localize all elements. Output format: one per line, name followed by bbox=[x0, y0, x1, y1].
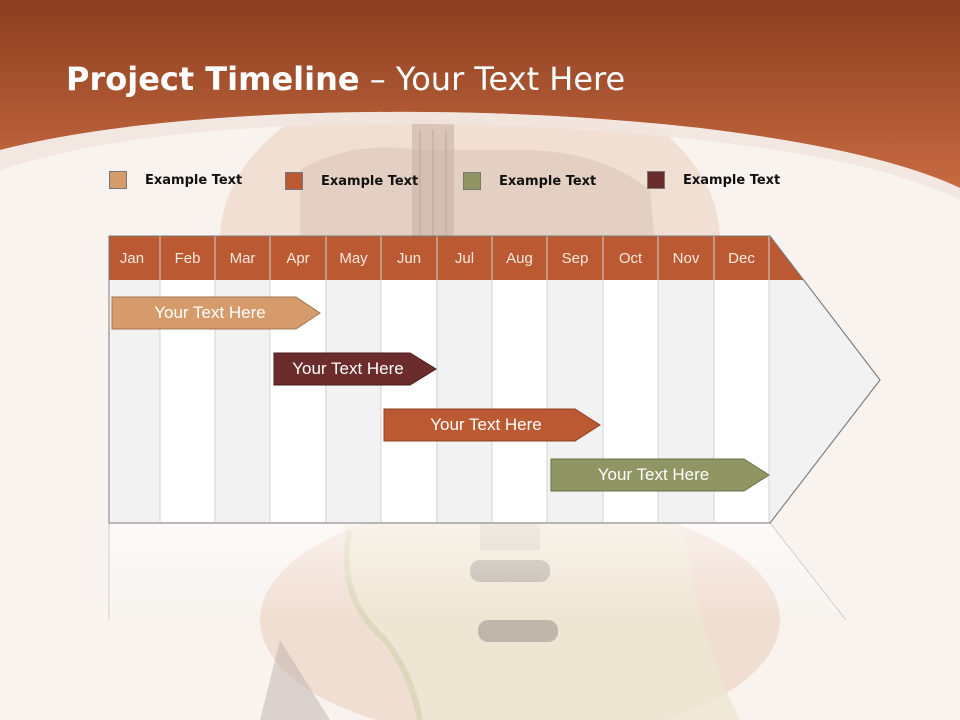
legend-item-3: Example Text bbox=[463, 170, 596, 192]
legend-swatch bbox=[647, 171, 665, 189]
header-band bbox=[0, 0, 960, 200]
task-bar-3 bbox=[383, 408, 601, 442]
task-bar-4 bbox=[550, 458, 770, 492]
month-sep: Sep bbox=[561, 250, 589, 267]
month-mar: Mar bbox=[229, 250, 256, 267]
month-jun: Jun bbox=[396, 250, 422, 267]
month-oct: Oct bbox=[618, 250, 643, 267]
legend-label: Example Text bbox=[683, 172, 781, 188]
task-bar-2 bbox=[273, 352, 437, 386]
legend-swatch bbox=[463, 172, 481, 190]
legend-swatch bbox=[109, 171, 127, 189]
month-apr: Apr bbox=[286, 250, 310, 267]
task-label-3: Your Text Here bbox=[430, 415, 542, 434]
month-aug: Aug bbox=[506, 250, 533, 267]
task-label-2: Your Text Here bbox=[292, 359, 404, 378]
title-rest: – Your Text Here bbox=[359, 60, 626, 98]
title-bold: Project Timeline bbox=[66, 60, 360, 98]
task-bar-1 bbox=[111, 296, 321, 330]
month-jul: Jul bbox=[454, 250, 475, 267]
legend-item-2: Example Text bbox=[285, 170, 418, 192]
month-jan: Jan bbox=[119, 250, 145, 267]
task-label-4: Your Text Here bbox=[597, 465, 710, 484]
month-nov: Nov bbox=[672, 250, 700, 267]
month-dec: Dec bbox=[728, 250, 755, 267]
task-label-1: Your Text Here bbox=[154, 303, 266, 322]
legend-label: Example Text bbox=[145, 172, 243, 188]
month-may: May bbox=[339, 250, 368, 267]
timeline-reflection bbox=[109, 523, 846, 620]
legend-swatch bbox=[285, 172, 303, 190]
month-header bbox=[109, 236, 804, 280]
legend-label: Example Text bbox=[499, 173, 597, 189]
legend-item-1: Example Text bbox=[109, 169, 242, 191]
slide-title: Project Timeline – Your Text Here bbox=[66, 60, 625, 98]
legend-label: Example Text bbox=[321, 173, 419, 189]
legend-item-4: Example Text bbox=[647, 169, 780, 191]
month-feb: Feb bbox=[174, 250, 201, 267]
